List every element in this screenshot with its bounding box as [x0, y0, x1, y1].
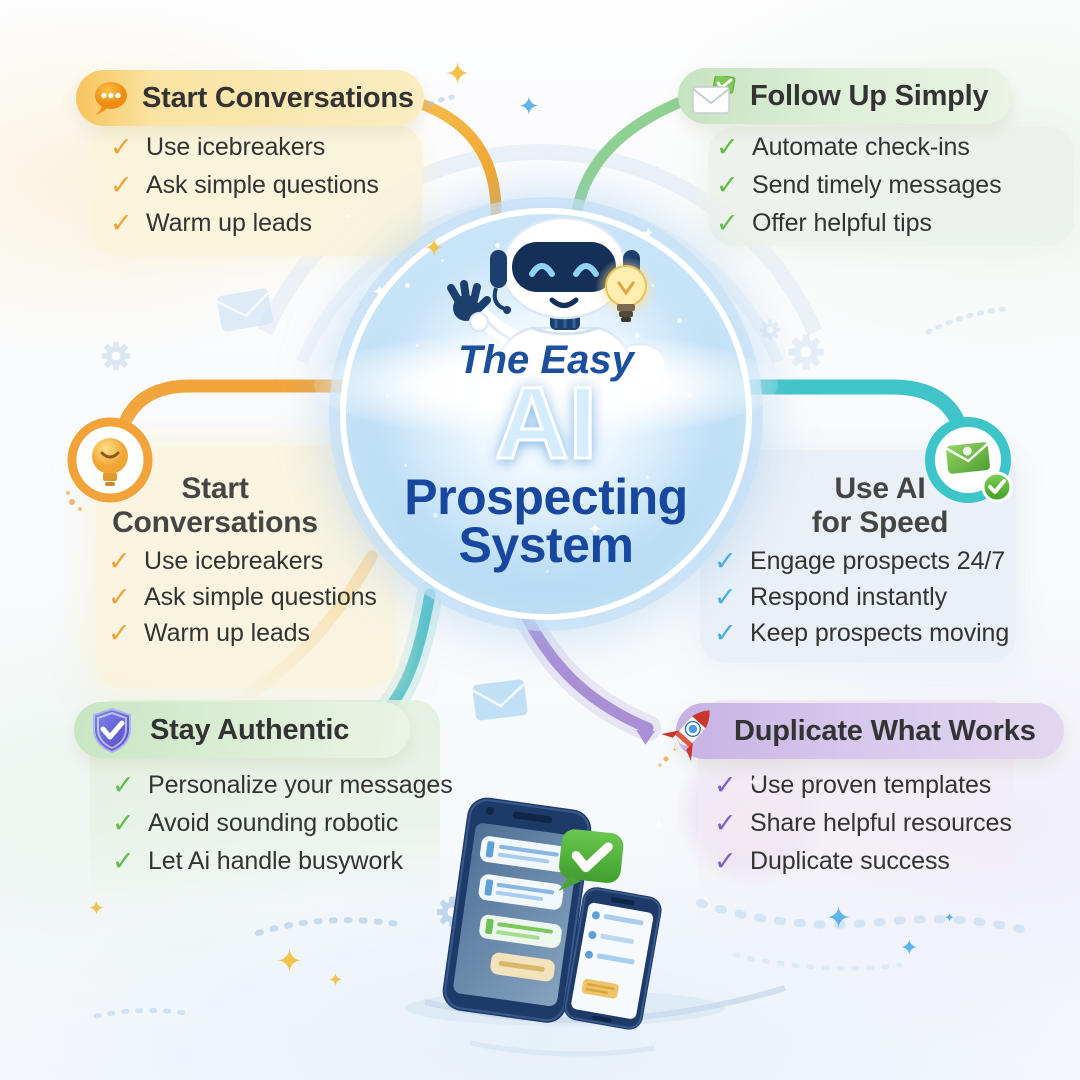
list-item: ✓Let Ai handle busywork	[112, 845, 403, 877]
section-title: Stay Authentic	[150, 713, 350, 746]
list-item: ✓Keep prospects moving	[714, 617, 1010, 649]
check-icon: ✓	[108, 581, 131, 613]
check-icon: ✓	[112, 807, 135, 839]
list-item: ✓Use icebreakers	[110, 131, 326, 163]
section-title: Start Conversations	[142, 81, 414, 114]
list-item: ✓Share helpful resources	[714, 807, 1012, 839]
list-item: ✓Use proven templates	[714, 769, 992, 801]
header-follow-up-simply: Follow Up Simply	[678, 68, 1012, 124]
center-title-main: AI	[494, 366, 599, 480]
list-item: ✓Avoid sounding robotic	[112, 807, 399, 839]
lightbulb-glow-icon	[595, 257, 657, 322]
check-icon: ✓	[716, 207, 739, 239]
envelope-badge-icon	[925, 417, 1013, 503]
chat-bubble-icon	[95, 82, 127, 115]
list-duplicate-what-works: ✓Use proven templates ✓Share helpful res…	[714, 766, 1012, 880]
list-item: ✓Respond instantly	[714, 581, 948, 613]
section-title-mid-right: Use AI for Speed	[811, 472, 949, 539]
check-icon: ✓	[716, 131, 739, 163]
check-icon: ✓	[110, 207, 133, 239]
center-title-line4: System	[458, 517, 634, 573]
list-start-conversations-mid: ✓Use icebreakers ✓Ask simple questions ✓…	[108, 543, 377, 651]
list-stay-authentic: ✓Personalize your messages ✓Avoid soundi…	[112, 766, 453, 880]
check-icon: ✓	[714, 581, 737, 613]
list-item: ✓Send timely messages	[716, 169, 1002, 201]
panel-start-conversations-top	[92, 125, 422, 256]
robot-smile	[549, 297, 579, 308]
center-circle: The Easy AI Prospecting System	[314, 208, 778, 620]
check-icon: ✓	[714, 807, 737, 839]
list-item: ✓Warm up leads	[108, 617, 310, 649]
connector-bottom-right-arrow	[512, 594, 654, 734]
check-icon: ✓	[108, 545, 131, 577]
shield-check-icon	[93, 707, 131, 753]
list-start-conversations-top: ✓Use icebreakers ✓Ask simple questions ✓…	[110, 128, 379, 242]
list-item: ✓Warm up leads	[110, 207, 312, 239]
check-icon: ✓	[716, 169, 739, 201]
check-icon: ✓	[112, 769, 135, 801]
robot-eye	[529, 263, 555, 277]
list-item: ✓Engage prospects 24/7	[714, 545, 1006, 577]
circle-highlight-band	[314, 330, 778, 440]
header-stay-authentic: Stay Authentic	[74, 702, 410, 758]
large-phone	[442, 797, 592, 1023]
center-title-line1: The Easy	[458, 338, 634, 382]
check-icon: ✓	[714, 845, 737, 877]
panel-start-conversations-mid	[96, 446, 396, 688]
check-icon: ✓	[108, 617, 131, 649]
section-title: Follow Up Simply	[750, 79, 989, 112]
section-title-mid-left: Start Conversations	[112, 472, 318, 539]
check-icon: ✓	[714, 769, 737, 801]
green-check-bubble-icon	[558, 829, 624, 891]
list-item: ✓Automate check-ins	[716, 131, 970, 163]
check-icon: ✓	[714, 617, 737, 649]
connector-mid-left	[115, 379, 367, 437]
rocket-icon	[658, 710, 710, 767]
phones-chat-illustration	[442, 797, 662, 1030]
list-use-ai-for-speed: ✓Engage prospects 24/7 ✓Respond instantl…	[714, 543, 1009, 651]
list-item: ✓Use icebreakers	[108, 545, 324, 577]
list-item: ✓Personalize your messages	[112, 769, 453, 801]
center-title-line3: Prospecting	[404, 469, 688, 525]
check-icon: ✓	[112, 845, 135, 877]
lightbulb-icon	[66, 417, 153, 511]
sparkle-speckles	[346, 214, 349, 217]
robot-eye	[573, 263, 599, 277]
check-icon: ✓	[110, 169, 133, 201]
list-follow-up-simply: ✓Automate check-ins ✓Send timely message…	[716, 128, 1002, 242]
header-start-conversations-top: Start Conversations	[76, 70, 424, 126]
check-icon: ✓	[110, 131, 133, 163]
list-item: ✓Ask simple questions	[110, 169, 379, 201]
small-phone	[563, 887, 662, 1030]
list-item: ✓Duplicate success	[714, 845, 950, 877]
list-item: ✓Ask simple questions	[108, 581, 377, 613]
section-title: Duplicate What Works	[734, 714, 1036, 747]
header-duplicate-what-works: Duplicate What Works	[658, 703, 1064, 767]
panel-follow-up-simply	[708, 127, 1074, 246]
check-icon: ✓	[714, 545, 737, 577]
list-item: ✓Offer helpful tips	[716, 207, 932, 239]
envelope-check-icon	[692, 76, 736, 114]
